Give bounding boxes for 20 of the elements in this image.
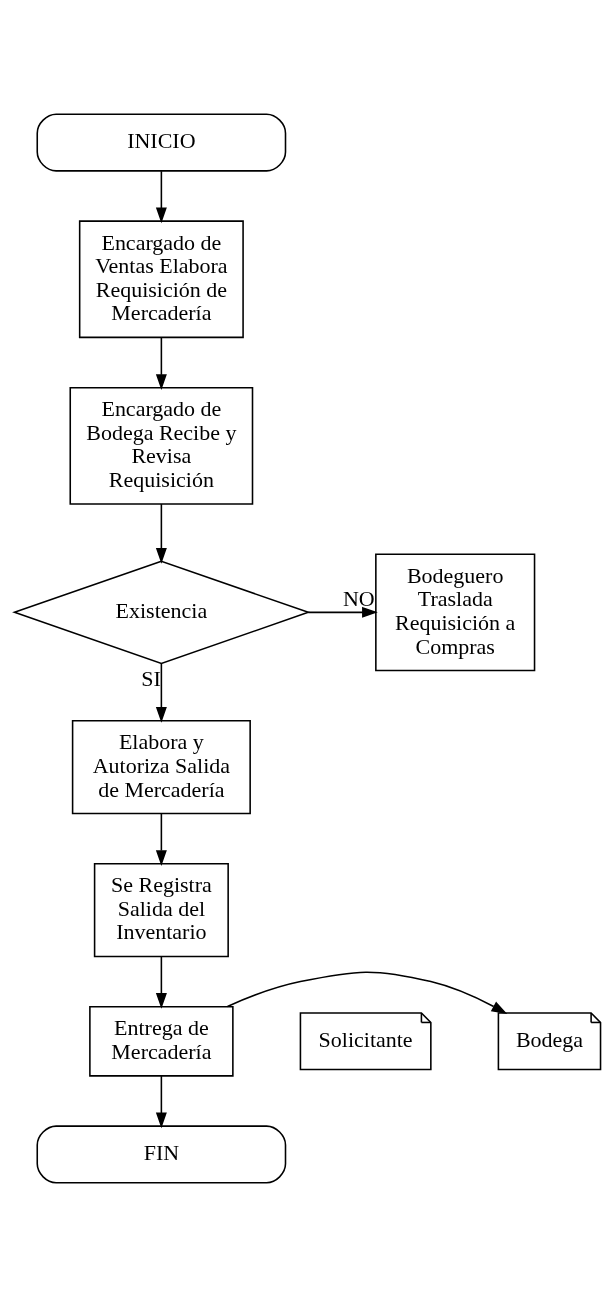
arrow (226, 971, 508, 1014)
arrow (155, 812, 167, 866)
node-box: Bodeguero Traslada Requisición a Compras (375, 553, 536, 672)
arrow (155, 170, 167, 224)
edge-label: SI (141, 666, 161, 692)
node-box: Encargado de Ventas Elabora Requisición de Mercadería (78, 220, 244, 339)
node-box: Entrega de Mercadería (89, 1005, 234, 1077)
node-box: INICIO (36, 113, 287, 172)
node-box: FIN (36, 1125, 287, 1184)
edge-label: NO (342, 586, 375, 612)
arrow (307, 606, 378, 618)
arrow (155, 503, 167, 564)
arrow (155, 336, 167, 391)
arrow (155, 955, 167, 1009)
node-diamond: Existencia (12, 560, 311, 665)
node-box: Se Registra Salida del Inventario (93, 862, 229, 958)
node-box: Elabora y Autoriza Salida de Mercadería (71, 720, 251, 815)
arrow (155, 662, 167, 723)
node-box: Encargado de Bodega Recibe y Revisa Requisición (69, 386, 254, 505)
arrow (155, 1075, 167, 1129)
